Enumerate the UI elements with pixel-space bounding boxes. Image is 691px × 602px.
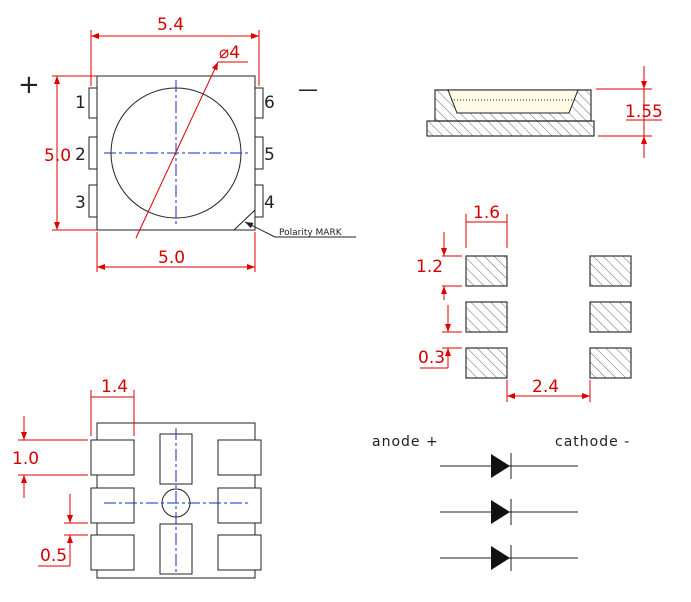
dim-bottom-pad-height: 1.0 bbox=[12, 449, 39, 469]
top-view-labels: 5.4 ⌀4 5.0 5.0 1 2 3 6 5 4 + — Polarity … bbox=[18, 15, 343, 268]
pad-right-top bbox=[589, 255, 632, 287]
pin-label-4: 4 bbox=[264, 193, 275, 213]
diode-3 bbox=[440, 545, 578, 571]
dim-pad-gap: 0.3 bbox=[418, 348, 445, 368]
schematic-labels: anode + cathode - bbox=[372, 434, 630, 450]
cathode-label: cathode - bbox=[555, 434, 630, 450]
pad-right-mid bbox=[589, 301, 632, 333]
pin-3-lead bbox=[88, 184, 98, 218]
pin-4-lead bbox=[254, 184, 264, 218]
diode-1 bbox=[440, 453, 578, 479]
pin-label-6: 6 bbox=[264, 93, 275, 113]
dim-diameter: ⌀4 bbox=[219, 43, 240, 63]
dim-width-bottom: 5.0 bbox=[158, 248, 185, 268]
diode-triangle-2 bbox=[491, 500, 510, 524]
minus-sign: — bbox=[298, 77, 318, 101]
bottom-pad-3 bbox=[90, 534, 135, 571]
pin-2-lead bbox=[88, 136, 98, 170]
bottom-pad-5 bbox=[217, 487, 262, 524]
pad-layout bbox=[420, 214, 632, 402]
bottom-pad-2 bbox=[90, 487, 135, 524]
pin-label-2: 2 bbox=[75, 145, 86, 165]
polarity-leader bbox=[244, 221, 276, 238]
dim-width-top: 5.4 bbox=[157, 15, 184, 35]
dim-pad-width: 1.6 bbox=[473, 203, 500, 223]
bottom-pad-6 bbox=[217, 439, 262, 476]
pin-6-lead bbox=[254, 87, 264, 119]
pin-1-lead bbox=[88, 87, 98, 119]
polarity-chamfer bbox=[233, 209, 256, 231]
side-base bbox=[426, 120, 595, 137]
pin-5-lead bbox=[254, 136, 264, 170]
dim-pad-height: 1.2 bbox=[416, 257, 443, 277]
dim-side-height: 1.55 bbox=[625, 102, 663, 122]
dim-height-left: 5.0 bbox=[44, 146, 71, 166]
top-view bbox=[52, 30, 356, 272]
side-lens bbox=[447, 89, 579, 114]
diameter-leader bbox=[135, 61, 219, 239]
dim-bottom-gap: 0.5 bbox=[40, 546, 67, 566]
plus-sign: + bbox=[18, 70, 40, 100]
bottom-view bbox=[18, 390, 262, 579]
pin-label-1: 1 bbox=[75, 93, 86, 113]
pad-left-top bbox=[465, 255, 508, 287]
pin-label-3: 3 bbox=[75, 193, 86, 213]
pad-right-bot bbox=[589, 347, 632, 379]
bottom-view-labels: 1.4 1.0 0.5 bbox=[12, 377, 128, 566]
bottom-pad-1 bbox=[90, 439, 135, 476]
side-view bbox=[426, 66, 662, 158]
polarity-label: Polarity MARK bbox=[279, 228, 343, 238]
pad-layout-labels: 1.6 1.2 0.3 2.4 bbox=[416, 203, 559, 397]
diode-2 bbox=[440, 499, 578, 525]
diode-triangle-3 bbox=[491, 546, 510, 570]
pad-left-mid bbox=[465, 301, 508, 333]
bottom-pad-4 bbox=[217, 534, 262, 571]
dim-pad-spacing: 2.4 bbox=[532, 377, 559, 397]
dim-bottom-pad-width: 1.4 bbox=[101, 377, 128, 397]
diode-triangle-1 bbox=[491, 454, 510, 478]
pin-label-5: 5 bbox=[264, 145, 275, 165]
anode-label: anode + bbox=[372, 434, 439, 450]
pad-left-bot bbox=[465, 347, 508, 379]
diode-schematic bbox=[440, 453, 578, 571]
